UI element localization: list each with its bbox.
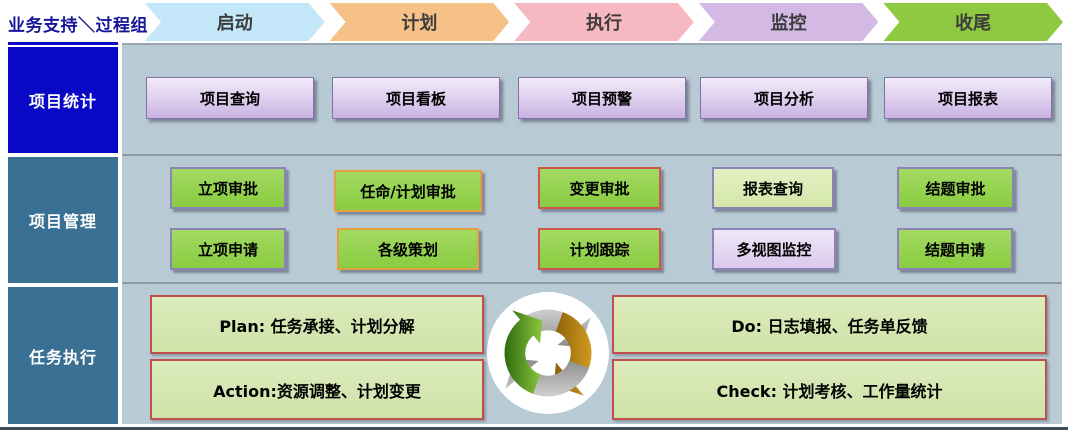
approval-initiation-button[interactable]: 立项审批: [170, 167, 286, 209]
pdca-check-box: Check: 计划考核、工作量统计: [612, 359, 1047, 420]
header-underline-blue: [8, 42, 118, 45]
appointment-plan-approval-button[interactable]: 任命/计划审批: [334, 170, 482, 212]
row-label-project-management: 项目管理: [8, 157, 118, 283]
pdca-cycle-icon: [487, 292, 609, 414]
project-board-button[interactable]: 项目看板: [332, 77, 500, 119]
level-planning-button[interactable]: 各级策划: [337, 228, 479, 270]
project-query-button[interactable]: 项目查询: [146, 77, 314, 119]
project-statistics-panel: 项目查询 项目看板 项目预警 项目分析 项目报表: [122, 45, 1062, 156]
phase-chevron-execute: 执行: [514, 3, 694, 41]
task-execution-panel: Plan: 任务承接、计划分解 Do: 日志填报、任务单反馈 Action:资源…: [122, 284, 1062, 424]
business-support-label: 业务支持＼过程组: [8, 15, 148, 36]
bottom-border-line: [0, 427, 1068, 430]
closure-request-button[interactable]: 结题申请: [897, 228, 1013, 270]
phase-chevron-close: 收尾: [883, 3, 1063, 41]
phase-chevron-plan: 计划: [330, 3, 510, 41]
phase-chevron-monitor: 监控: [699, 3, 879, 41]
project-analysis-button[interactable]: 项目分析: [700, 77, 868, 119]
phase-chevron-initiate: 启动: [145, 3, 325, 41]
pdca-do-box: Do: 日志填报、任务单反馈: [612, 295, 1047, 354]
report-query-button[interactable]: 报表查询: [712, 167, 834, 209]
closure-approval-button[interactable]: 结题审批: [897, 167, 1014, 209]
pdca-action-box: Action:资源调整、计划变更: [150, 359, 484, 420]
pdca-plan-box: Plan: 任务承接、计划分解: [150, 295, 484, 354]
multiview-monitor-button[interactable]: 多视图监控: [712, 228, 836, 270]
process-phase-bar: 启动 计划 执行 监控 收尾: [145, 3, 1063, 41]
project-warning-button[interactable]: 项目预警: [518, 77, 686, 119]
row-label-task-execution: 任务执行: [8, 287, 118, 424]
row-label-project-statistics: 项目统计: [8, 47, 118, 153]
plan-tracking-button[interactable]: 计划跟踪: [538, 228, 661, 270]
initiation-request-button[interactable]: 立项申请: [170, 228, 286, 270]
project-report-button[interactable]: 项目报表: [884, 77, 1052, 119]
change-approval-button[interactable]: 变更审批: [538, 167, 661, 209]
project-management-panel: 立项审批 任命/计划审批 变更审批 报表查询 结题审批 立项申请 各级策划 计划…: [122, 156, 1062, 284]
header-underline-gray: [122, 43, 1062, 45]
